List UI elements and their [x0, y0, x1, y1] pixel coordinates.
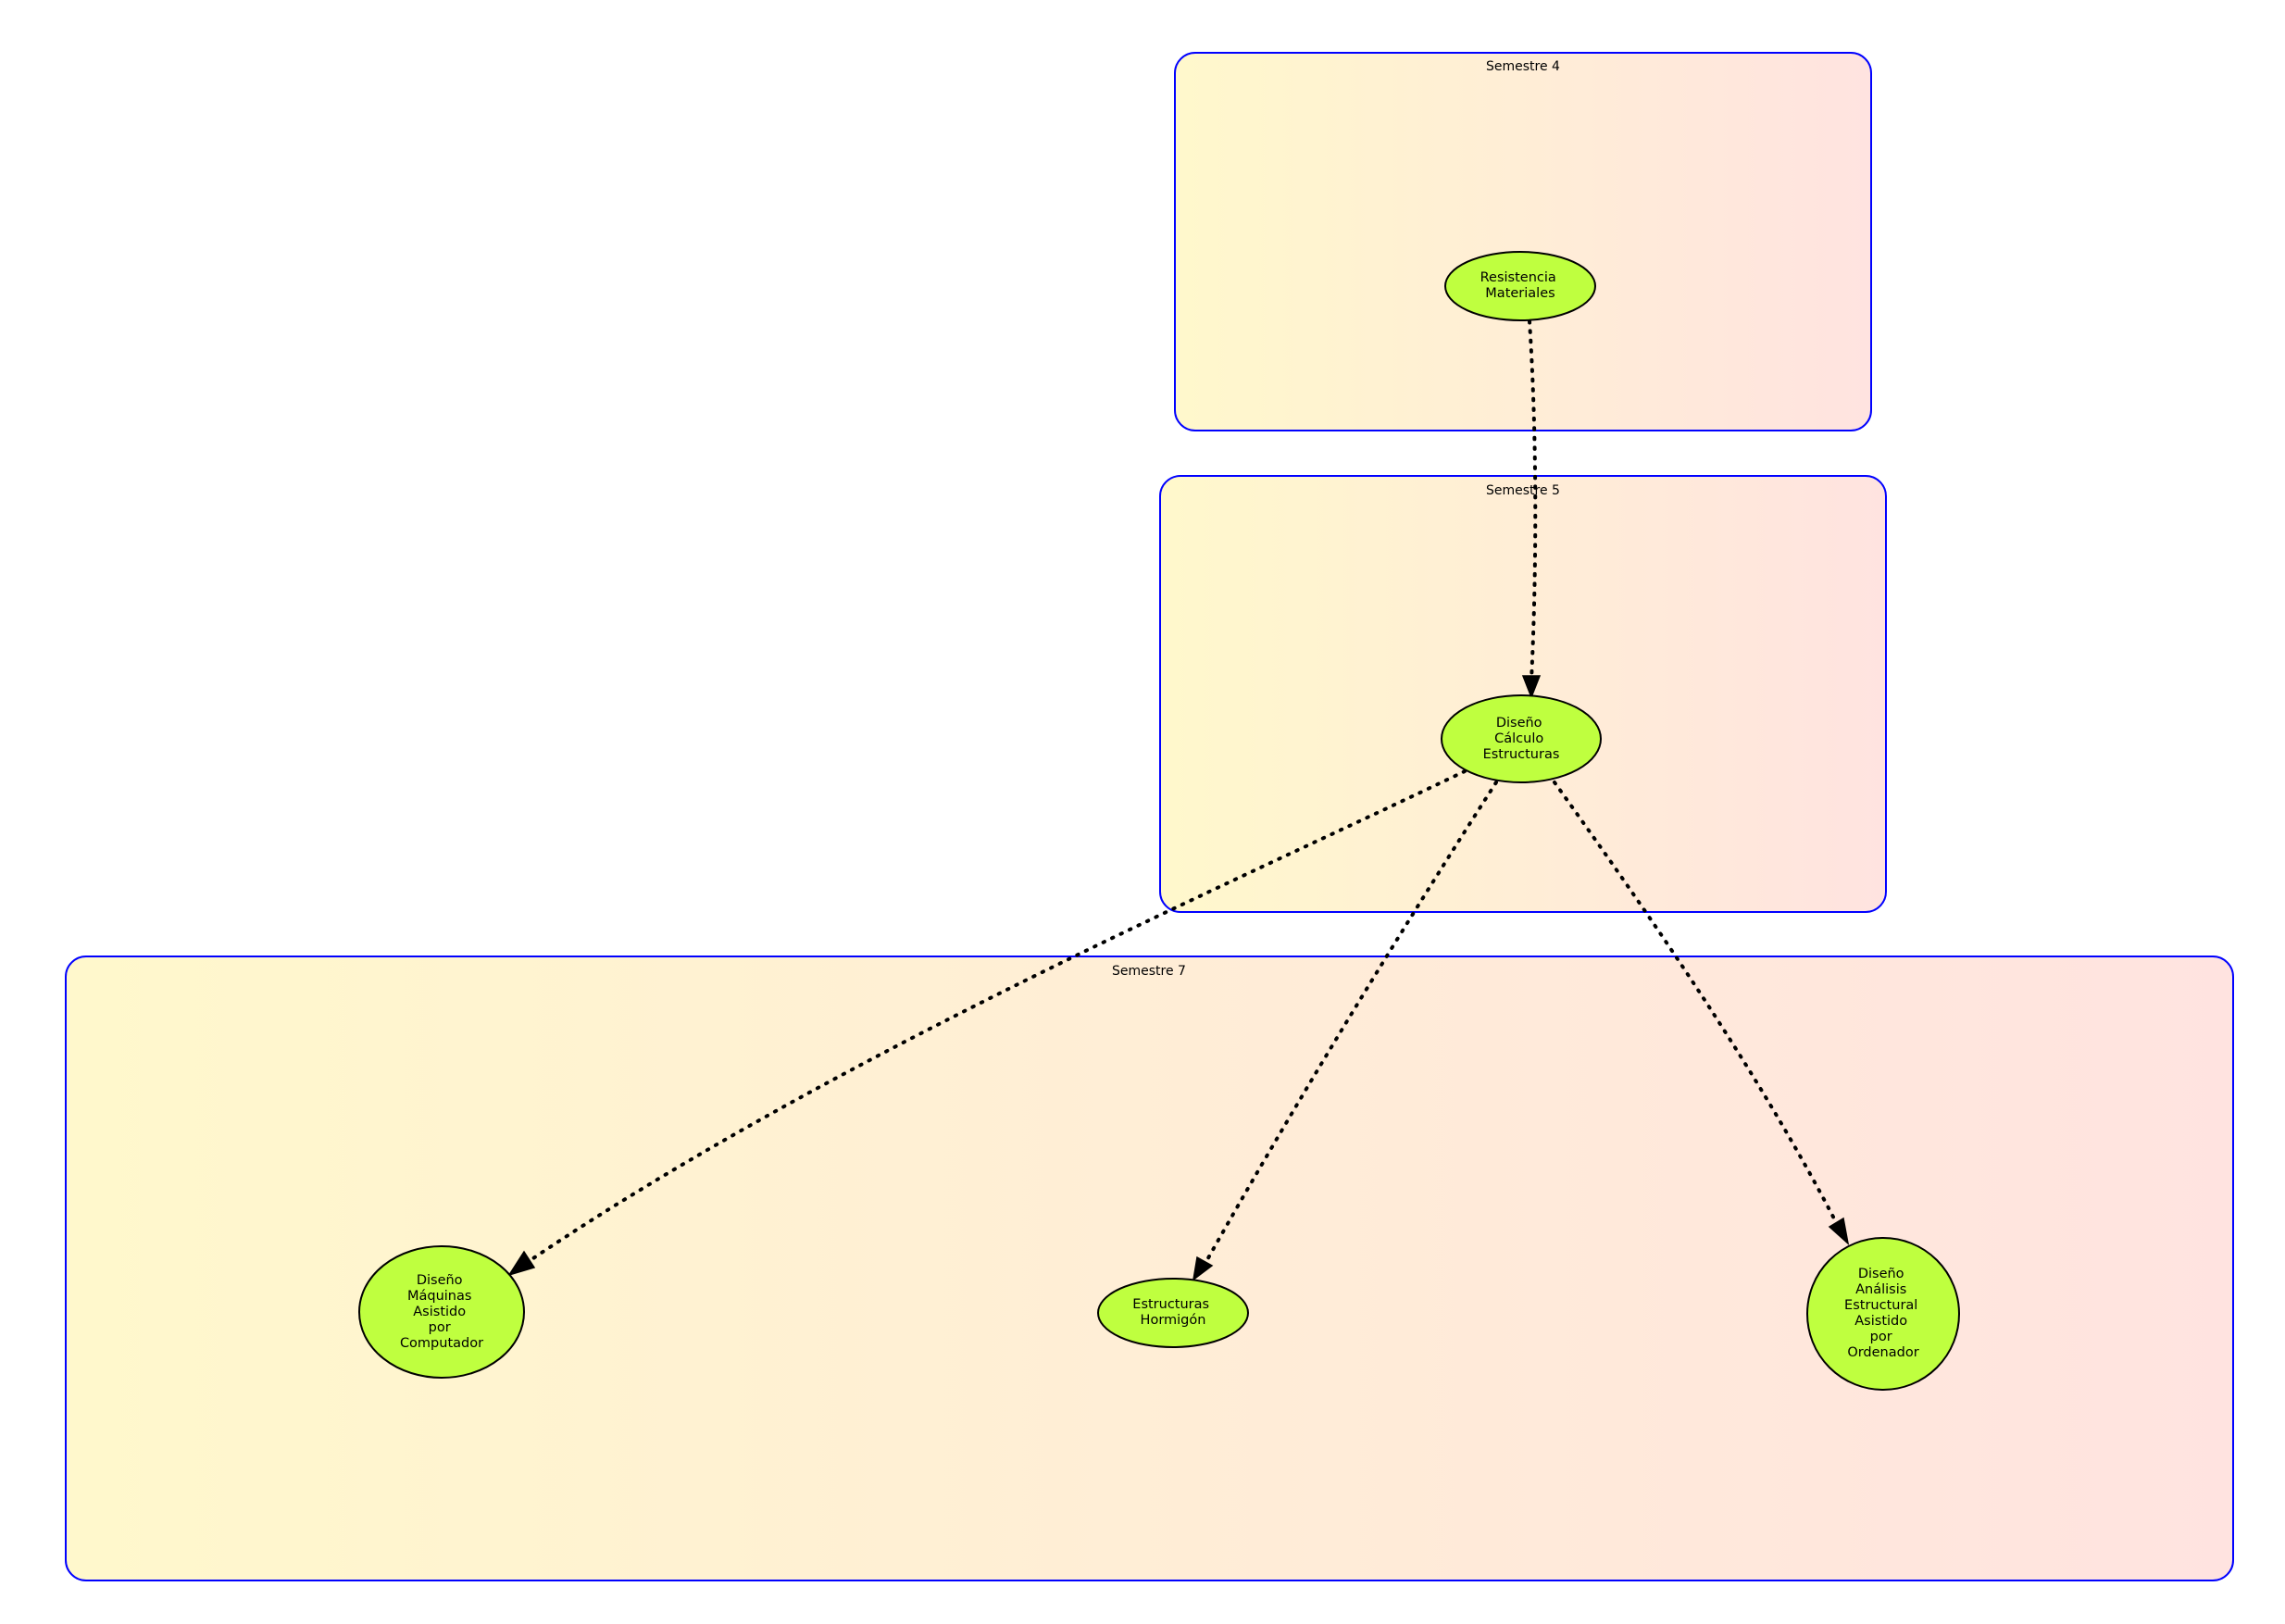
node-diseno-maquinas-asistido[interactable]: Diseño Máquinas Asistido por Computador	[358, 1245, 525, 1379]
node-diseno-calculo-estructuras[interactable]: Diseño Cálculo Estructuras	[1441, 694, 1602, 783]
node-label-line: Análisis	[1855, 1282, 1906, 1297]
node-label-line: Máquinas	[407, 1289, 471, 1304]
node-ellipse	[1097, 1278, 1249, 1348]
node-label-line: por	[1870, 1330, 1892, 1344]
node-label-line: Estructural	[1844, 1298, 1917, 1313]
cluster-semestre-7: Semestre 7	[65, 956, 2234, 1581]
node-label-line: Resistencia	[1480, 270, 1556, 285]
cluster-label: Semestre 7	[1112, 964, 1186, 979]
edge-resistencia-to-diseno-calculo	[1521, 319, 1542, 700]
edge-line	[1553, 781, 1838, 1224]
node-label: Resistencia Materiales	[1480, 270, 1561, 301]
node-label-line: Hormigón	[1141, 1313, 1206, 1328]
node-label-line: Asistido	[1854, 1314, 1907, 1329]
cluster-label: Semestre 5	[1486, 483, 1560, 498]
cluster-box	[1159, 475, 1887, 913]
node-label: Estructuras Hormigón	[1132, 1297, 1213, 1328]
edges-layer	[507, 319, 1850, 1281]
arrowhead-icon	[507, 1250, 536, 1277]
node-label: Diseño Máquinas Asistido por Computador	[400, 1273, 483, 1351]
node-estructuras-hormigon[interactable]: Estructuras Hormigón	[1097, 1278, 1249, 1348]
node-ellipse	[358, 1245, 525, 1379]
node-label-line: Cálculo	[1494, 731, 1543, 746]
cluster-semestre-5: Semestre 5	[1159, 475, 1887, 913]
node-label-line: Computador	[400, 1336, 483, 1351]
node-label-line: Diseño	[417, 1273, 463, 1288]
node-label-line: por	[429, 1320, 451, 1335]
cluster-semestre-4: Semestre 4	[1174, 52, 1872, 431]
edge-line	[1204, 781, 1498, 1265]
cluster-box	[65, 956, 2234, 1581]
clusters-layer: Semestre 4 Semestre 5 Semestre 7	[65, 52, 2234, 1581]
arrowhead-icon	[1521, 675, 1542, 700]
edge-diseno-calculo-to-estructuras-hormigon	[1192, 781, 1498, 1281]
node-ellipse	[1806, 1237, 1960, 1391]
node-label-line: Materiales	[1485, 286, 1555, 301]
edge-line	[526, 769, 1467, 1264]
cluster-label: Semestre 4	[1486, 59, 1560, 74]
arrowhead-icon	[1828, 1217, 1850, 1246]
node-ellipse	[1444, 251, 1596, 321]
edge-line	[1528, 319, 1538, 682]
node-label-line: Ordenador	[1847, 1345, 1918, 1360]
edge-diseno-calculo-to-diseno-maquinas	[507, 769, 1467, 1277]
node-label: Diseño Análisis Estructural Asistido por…	[1844, 1267, 1922, 1360]
node-label-line: Diseño	[1858, 1267, 1904, 1281]
node-label: Diseño Cálculo Estructuras	[1483, 716, 1560, 762]
edge-diseno-calculo-to-diseno-analisis	[1553, 781, 1850, 1246]
cluster-box	[1174, 52, 1872, 431]
node-label-line: Estructuras	[1132, 1297, 1209, 1312]
node-label-line: Diseño	[1496, 716, 1542, 731]
arrowhead-icon	[1192, 1255, 1214, 1281]
node-label-line: Estructuras	[1483, 747, 1560, 762]
node-resistencia-materiales[interactable]: Resistencia Materiales	[1444, 251, 1596, 321]
node-diseno-analisis-estructural[interactable]: Diseño Análisis Estructural Asistido por…	[1806, 1237, 1960, 1391]
node-ellipse	[1441, 694, 1602, 783]
nodes-layer: Resistencia Materiales Diseño Cálculo Es…	[358, 251, 1960, 1391]
node-label-line: Asistido	[413, 1305, 466, 1319]
